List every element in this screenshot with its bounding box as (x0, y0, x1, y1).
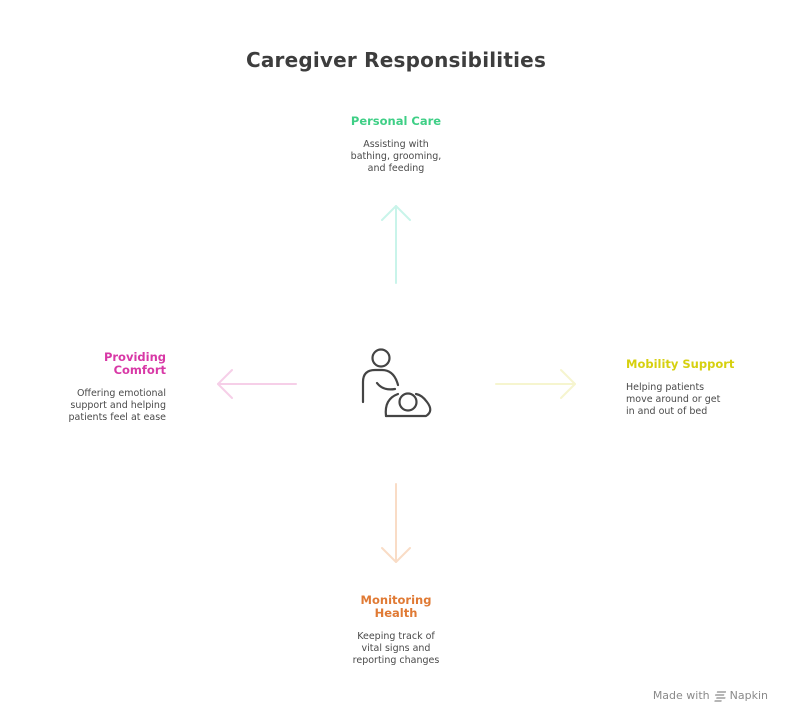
title-line: Comfort (113, 363, 166, 377)
node-title-mobility-support: Mobility Support (626, 357, 735, 371)
made-with-napkin-footer: Made with Napkin (653, 689, 768, 702)
desc-line: Keeping track of (357, 631, 435, 642)
made-with-label: Made with (652, 689, 710, 702)
title-line: Providing (103, 350, 166, 364)
caregiver-with-patient-icon (361, 348, 432, 418)
desc-line: Offering emotional (76, 388, 166, 399)
desc-line: bathing, grooming, (350, 151, 442, 162)
desc-line: reporting changes (352, 655, 440, 666)
title-line: Monitoring (360, 593, 432, 607)
napkin-brand-label: Napkin (729, 689, 768, 702)
napkin-logo-icon (714, 690, 726, 702)
node-title-providing-comfort: Providing Comfort (16, 351, 166, 377)
diagram-title: Caregiver Responsibilities (245, 48, 547, 72)
arrow-right (495, 369, 576, 399)
desc-line: patients feel at ease (68, 412, 167, 423)
title-line: Health (374, 606, 418, 620)
arrow-left (217, 369, 297, 399)
desc-line: Assisting with (363, 139, 429, 150)
arrow-down (381, 483, 411, 563)
desc-line: support and helping (70, 400, 166, 411)
node-title-personal-care: Personal Care (350, 114, 442, 128)
node-desc-mobility-support: Helping patients move around or get in a… (626, 382, 776, 418)
desc-line: vital signs and (361, 643, 431, 654)
node-desc-monitoring-health: Keeping track of vital signs and reporti… (306, 631, 486, 667)
node-desc-providing-comfort: Offering emotional support and helping p… (16, 388, 167, 424)
desc-line: and feeding (367, 163, 425, 174)
arrow-up (381, 205, 411, 284)
node-title-monitoring-health: Monitoring Health (306, 594, 486, 620)
desc-line: move around or get (626, 394, 721, 405)
desc-line: in and out of bed (626, 406, 708, 417)
desc-line: Helping patients (626, 382, 705, 393)
node-desc-personal-care: Assisting with bathing, grooming, and fe… (306, 139, 486, 175)
